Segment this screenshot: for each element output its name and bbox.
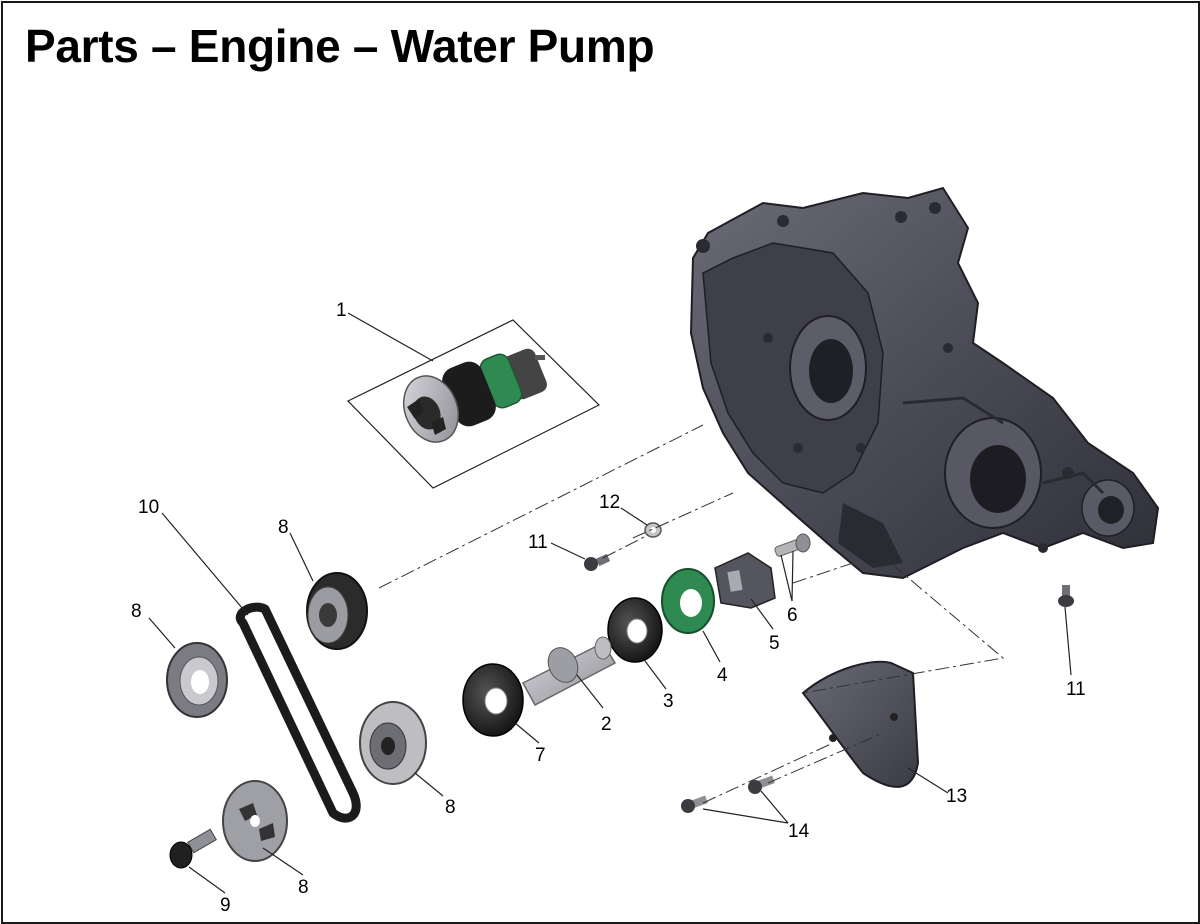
callout-8-flange: 8 <box>298 877 309 898</box>
impeller-bolt <box>774 533 811 557</box>
engine-side-case <box>689 186 1160 580</box>
lower-pulley <box>359 701 427 785</box>
callout-11-right: 11 <box>1066 679 1086 700</box>
bearing-outer <box>462 663 524 737</box>
green-seal <box>661 568 715 634</box>
upper-pulley <box>306 572 368 650</box>
callout-9: 9 <box>220 895 231 916</box>
callout-4: 4 <box>717 665 728 686</box>
page-title: Parts – Engine – Water Pump <box>25 20 655 72</box>
callout-8-upper-pulley: 8 <box>278 517 289 538</box>
bolt-small-left <box>584 553 611 571</box>
callout-3: 3 <box>663 691 674 712</box>
callout-2: 2 <box>601 714 612 735</box>
callout-numbers: 1 2 3 4 5 6 7 8 8 8 8 9 10 11 11 12 13 1… <box>131 300 1086 916</box>
assembly-centerlines <box>378 424 1005 804</box>
callout-7: 7 <box>535 745 546 766</box>
bearing-inner <box>607 597 663 663</box>
callout-12: 12 <box>599 492 620 513</box>
impeller <box>714 552 776 609</box>
oil-seal <box>166 642 228 718</box>
callout-10: 10 <box>138 497 159 518</box>
bolt-small-right <box>1058 585 1074 607</box>
washer <box>644 522 662 538</box>
cover-bolt-right <box>748 775 775 794</box>
callout-6: 6 <box>787 605 798 626</box>
cover-bolt-left <box>681 795 708 813</box>
belt-cover <box>801 660 920 788</box>
callout-14: 14 <box>788 821 810 842</box>
exploded-parts-diagram: 1 2 3 4 5 6 7 8 8 8 8 9 10 11 11 12 13 1… <box>131 186 1160 916</box>
leader-lines <box>148 312 1072 894</box>
water-pump-assembly <box>346 319 601 489</box>
flange-bolt <box>169 828 217 869</box>
callout-11-left: 11 <box>528 532 548 553</box>
callout-8-oil-seal: 8 <box>131 601 142 622</box>
pump-shaft <box>521 636 617 707</box>
callout-13: 13 <box>946 786 967 807</box>
drive-belt <box>236 602 361 823</box>
callout-1: 1 <box>336 300 347 321</box>
callout-5: 5 <box>769 633 780 654</box>
pulley-flange <box>222 780 288 862</box>
callout-8-lower-pulley: 8 <box>445 797 456 818</box>
